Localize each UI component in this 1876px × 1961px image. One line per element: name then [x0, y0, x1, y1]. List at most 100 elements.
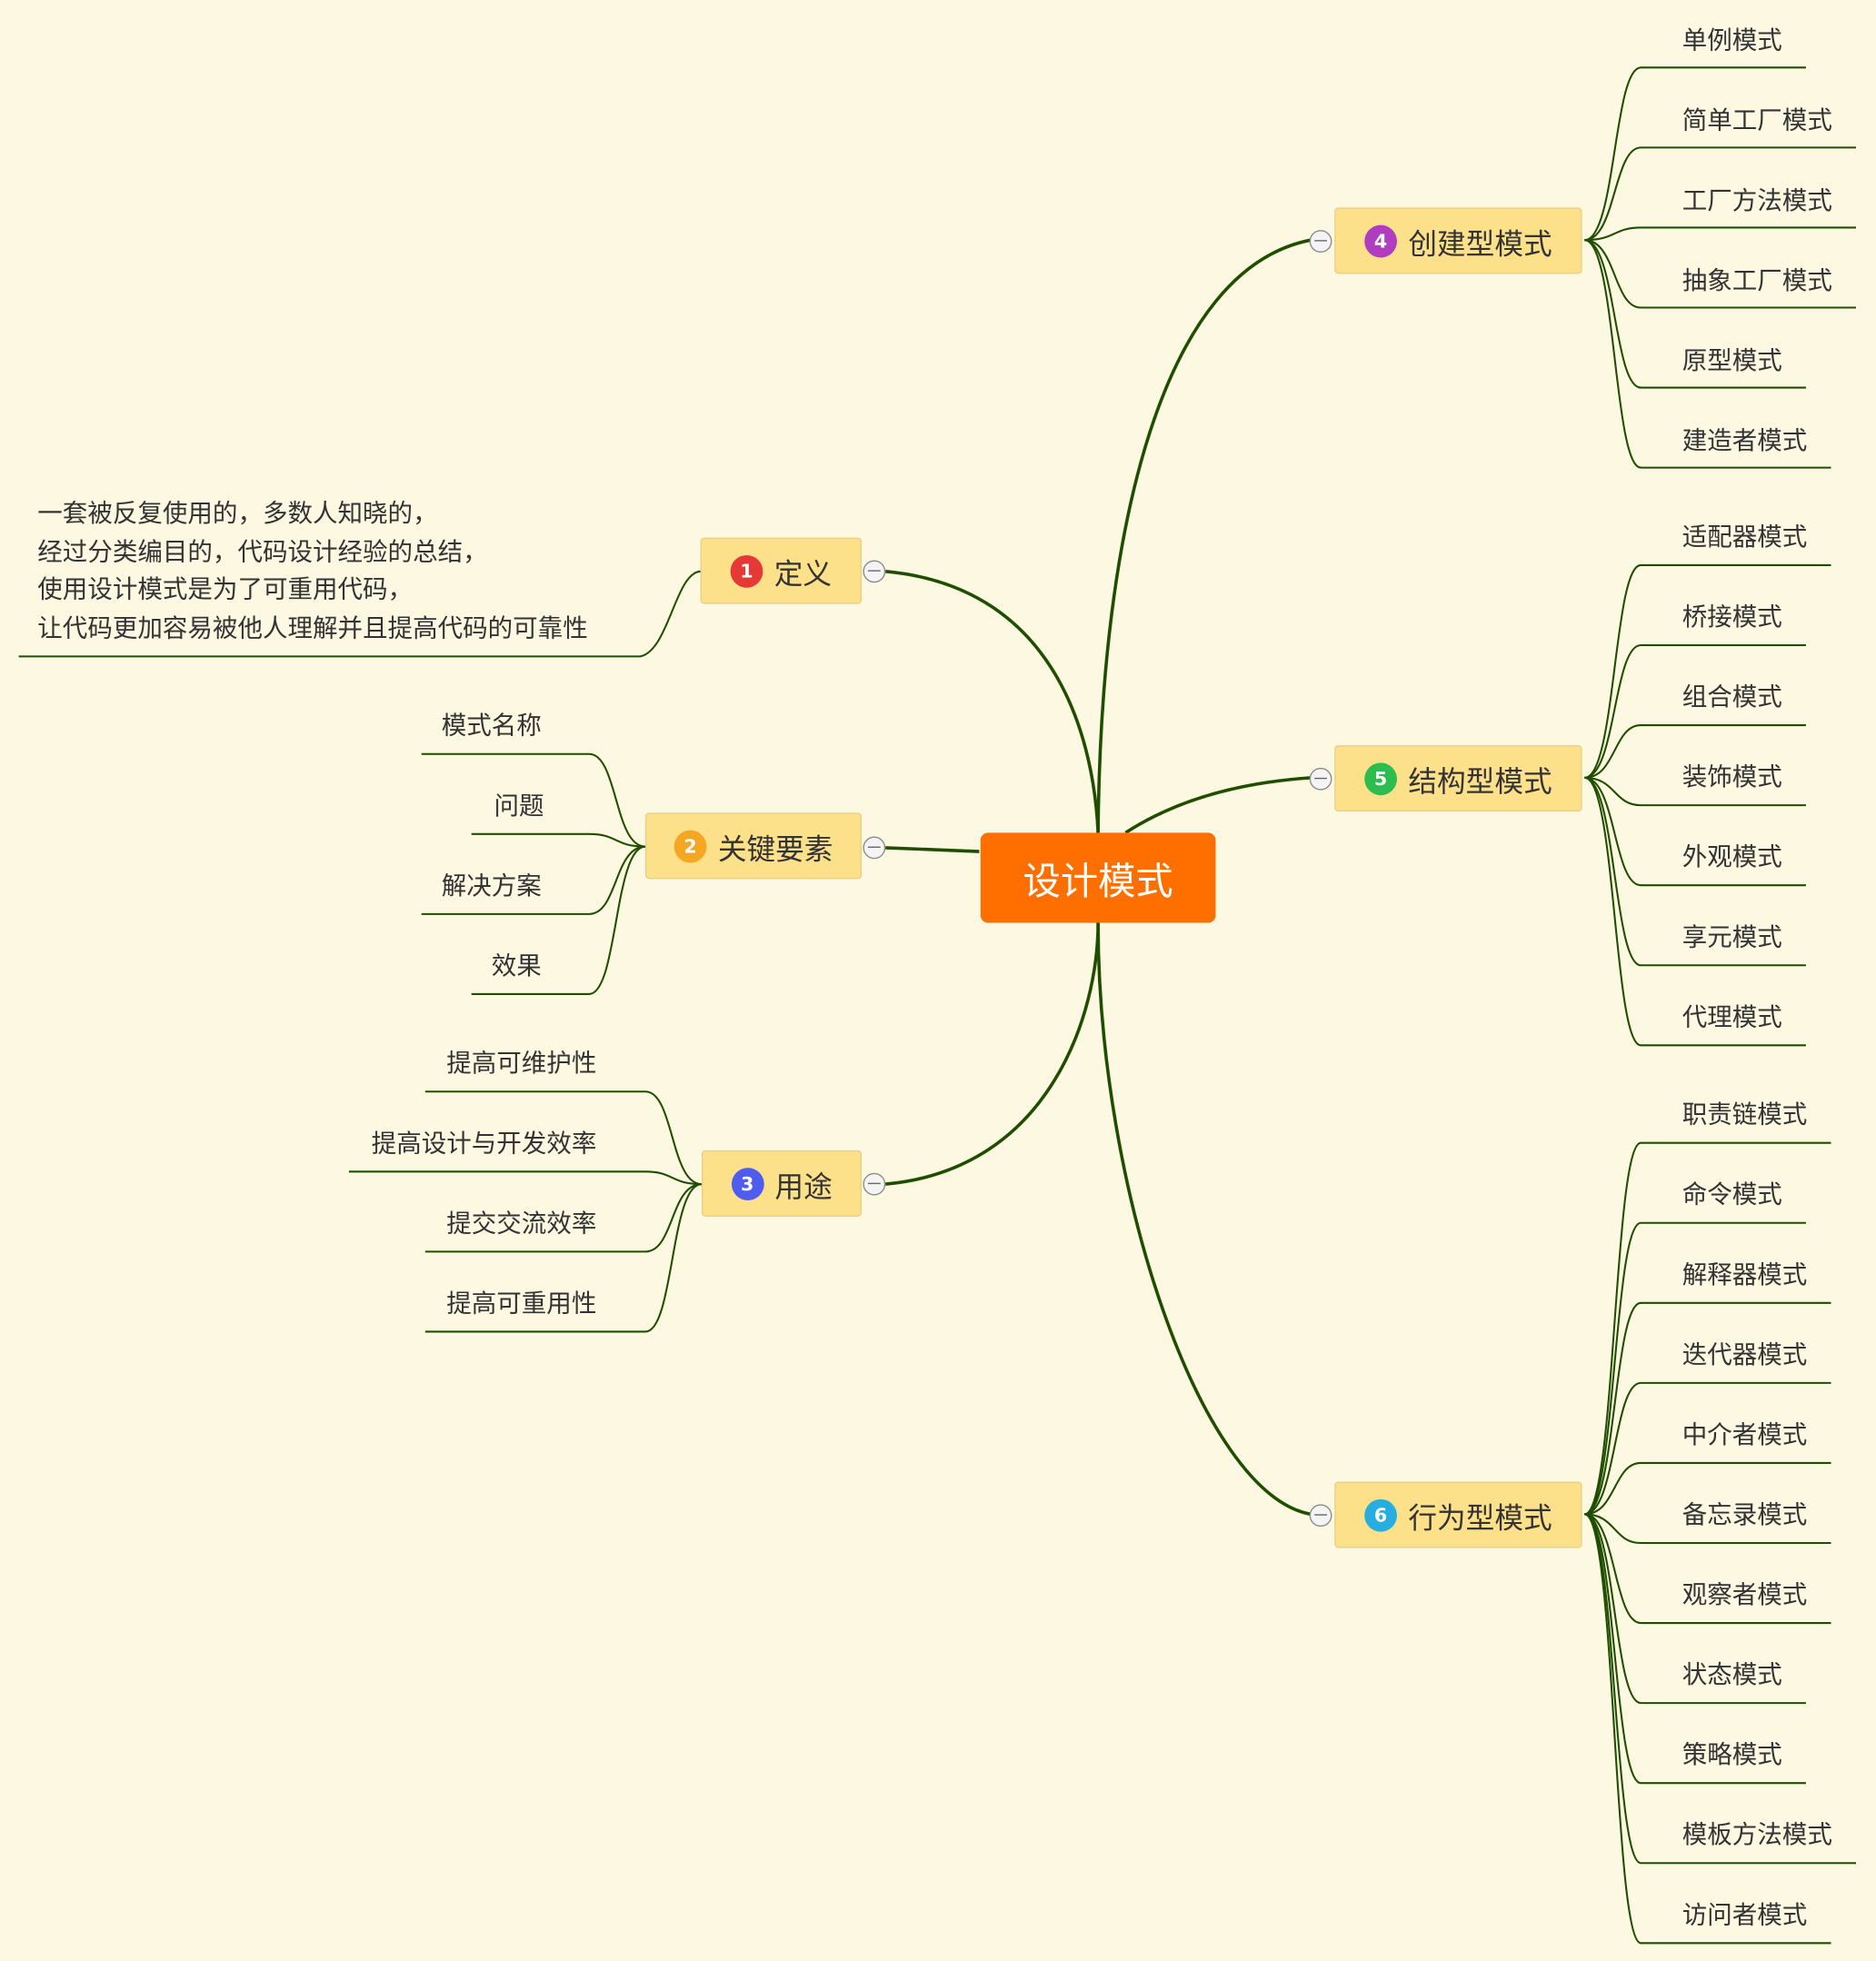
link-behavioral-leaf-10: [1583, 1513, 1831, 1945]
leaf-observer[interactable]: 观察者模式: [1681, 1578, 1808, 1609]
link-root-key-elements: [885, 846, 980, 853]
branch-structural[interactable]: 5 结构型模式: [1334, 745, 1582, 812]
link-structural-leaf-1: [1584, 643, 1806, 779]
leaf-bridge[interactable]: 桥接模式: [1681, 601, 1782, 632]
collapse-uses-icon[interactable]: [863, 1172, 886, 1196]
link-key-elements-leaf-3: [471, 845, 646, 995]
link-creational-leaf-1: [1584, 146, 1856, 242]
leaf-singleton[interactable]: 单例模式: [1681, 25, 1782, 55]
leaf-reusability[interactable]: 提高可重用性: [446, 1288, 597, 1319]
leaf-interpreter[interactable]: 解释器模式: [1681, 1259, 1808, 1289]
branch-creational-label: 创建型模式: [1408, 228, 1552, 261]
link-key-elements-leaf-2: [421, 845, 646, 915]
leaf-factory-method[interactable]: 工厂方法模式: [1681, 184, 1832, 215]
leaf-maintainability[interactable]: 提高可维护性: [446, 1048, 597, 1079]
leaf-chain-of-responsibility[interactable]: 职责链模式: [1681, 1099, 1808, 1130]
root-node[interactable]: 设计模式: [980, 832, 1216, 923]
leaf-simple-factory[interactable]: 简单工厂模式: [1681, 105, 1832, 135]
leaf-mediator[interactable]: 中介者模式: [1681, 1418, 1808, 1449]
branch-creational[interactable]: 4 创建型模式: [1334, 207, 1582, 274]
link-behavioral-leaf-2: [1584, 1301, 1831, 1516]
link-root-structural: [1124, 776, 1312, 834]
priority-5-icon: 5: [1364, 762, 1397, 795]
link-behavioral-leaf-7: [1584, 1513, 1806, 1705]
leaf-proxy[interactable]: 代理模式: [1681, 1001, 1782, 1032]
collapse-definition-icon[interactable]: [863, 560, 886, 583]
leaf-pattern-name[interactable]: 模式名称: [441, 710, 542, 741]
link-structural-leaf-0: [1584, 563, 1831, 779]
link-structural-leaf-2: [1584, 724, 1806, 779]
link-root-definition: [885, 570, 1100, 833]
definition-line: 一套被反复使用的，多数人知晓的，: [37, 497, 438, 528]
link-creational-leaf-0: [1584, 66, 1806, 242]
link-behavioral-leaf-6: [1584, 1513, 1831, 1625]
link-behavioral-leaf-3: [1584, 1381, 1831, 1516]
leaf-facade[interactable]: 外观模式: [1681, 841, 1782, 872]
link-uses-leaf-2: [424, 1183, 703, 1253]
collapse-creational-icon[interactable]: [1309, 230, 1332, 253]
link-creational-leaf-3: [1584, 239, 1856, 309]
link-behavioral-leaf-5: [1584, 1513, 1831, 1545]
priority-3-icon: 3: [731, 1167, 764, 1200]
leaf-iterator[interactable]: 迭代器模式: [1681, 1339, 1808, 1369]
leaf-builder[interactable]: 建造者模式: [1681, 424, 1808, 455]
definition-line: 使用设计模式是为了可重用代码，: [37, 573, 414, 604]
leaf-composite[interactable]: 组合模式: [1681, 681, 1782, 712]
link-structural-leaf-3: [1584, 776, 1806, 807]
link-creational-leaf-4: [1584, 239, 1806, 389]
link-key-elements-leaf-0: [421, 752, 646, 848]
collapse-structural-icon[interactable]: [1309, 767, 1332, 791]
definition-line: 经过分类编目的，代码设计经验的总结，: [37, 535, 488, 566]
link-behavioral-leaf-1: [1584, 1221, 1806, 1516]
link-root-behavioral: [1096, 922, 1312, 1517]
link-root-creational: [1096, 238, 1312, 833]
priority-4-icon: 4: [1364, 224, 1397, 257]
leaf-dev-efficiency[interactable]: 提高设计与开发效率: [371, 1128, 597, 1159]
branch-definition-label: 定义: [773, 558, 833, 592]
priority-6-icon: 6: [1364, 1498, 1397, 1531]
link-root-uses: [885, 922, 1100, 1186]
definition-text: 一套被反复使用的，多数人知晓的， 经过分类编目的，代码设计经验的总结， 使用设计…: [37, 494, 587, 647]
link-uses-leaf-0: [424, 1090, 703, 1186]
leaf-problem[interactable]: 问题: [494, 790, 544, 821]
collapse-key-elements-icon[interactable]: [863, 836, 886, 860]
branch-key-elements-label: 关键要素: [717, 833, 833, 866]
link-structural-leaf-4: [1584, 776, 1806, 887]
link-definition-text: [18, 570, 701, 658]
leaf-decorator[interactable]: 装饰模式: [1681, 761, 1782, 792]
link-structural-leaf-6: [1584, 776, 1806, 1047]
priority-1-icon: 1: [730, 554, 763, 588]
branch-behavioral[interactable]: 6 行为型模式: [1334, 1481, 1582, 1548]
leaf-state[interactable]: 状态模式: [1681, 1658, 1782, 1689]
leaf-template-method[interactable]: 模板方法模式: [1681, 1819, 1832, 1850]
branch-structural-label: 结构型模式: [1408, 765, 1552, 799]
link-behavioral-leaf-8: [1584, 1513, 1806, 1785]
link-behavioral-leaf-4: [1584, 1461, 1831, 1516]
leaf-prototype[interactable]: 原型模式: [1681, 344, 1782, 375]
link-behavioral-leaf-0: [1583, 1141, 1831, 1516]
collapse-behavioral-icon[interactable]: [1309, 1504, 1332, 1528]
leaf-memento[interactable]: 备忘录模式: [1681, 1498, 1808, 1529]
leaf-adapter[interactable]: 适配器模式: [1681, 521, 1808, 552]
branch-uses[interactable]: 3 用途: [701, 1150, 863, 1217]
priority-2-icon: 2: [674, 829, 707, 862]
leaf-flyweight[interactable]: 享元模式: [1681, 921, 1782, 952]
link-behavioral-leaf-9: [1584, 1513, 1856, 1865]
link-creational-leaf-2: [1584, 226, 1856, 242]
link-uses-leaf-3: [424, 1183, 703, 1333]
leaf-command[interactable]: 命令模式: [1681, 1179, 1782, 1209]
branch-definition[interactable]: 1 定义: [700, 537, 863, 604]
leaf-effect[interactable]: 效果: [491, 950, 542, 980]
branch-behavioral-label: 行为型模式: [1408, 1502, 1552, 1536]
leaf-strategy[interactable]: 策略模式: [1681, 1739, 1782, 1770]
leaf-communication[interactable]: 提交交流效率: [446, 1208, 597, 1239]
link-uses-leaf-1: [348, 1170, 702, 1186]
definition-line: 让代码更加容易被他人理解并且提高代码的可靠性: [37, 612, 588, 642]
leaf-visitor[interactable]: 访问者模式: [1681, 1899, 1808, 1930]
link-structural-leaf-5: [1584, 776, 1806, 967]
branch-key-elements[interactable]: 2 关键要素: [645, 812, 863, 880]
leaf-solution[interactable]: 解决方案: [441, 870, 542, 901]
leaf-abstract-factory[interactable]: 抽象工厂模式: [1681, 264, 1832, 295]
